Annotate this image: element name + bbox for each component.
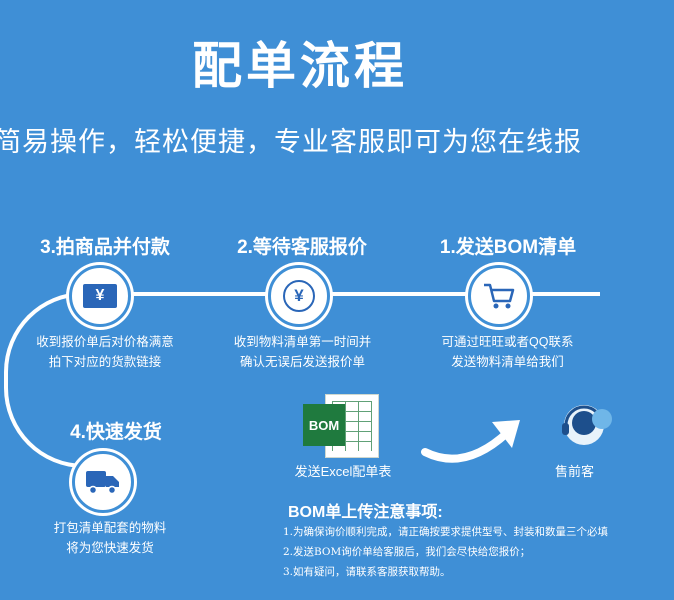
notes-line-1: 1.为确保询价顺利完成，请正确按要求提供型号、封装和数量三个必填 bbox=[283, 526, 609, 538]
notes-line-2: 2.发送BOM询价单给客服后，我们会尽快给您报价； bbox=[283, 546, 531, 558]
service-caption: 售前客 bbox=[555, 464, 595, 479]
notes-title: BOM单上传注意事项: bbox=[288, 504, 443, 521]
step-1-desc: 可通过旺旺或者QQ联系 发送物料清单给我们 bbox=[441, 335, 574, 369]
excel-caption: 发送Excel配单表 bbox=[294, 464, 392, 479]
step-1-title: 1.发送BOM清单 bbox=[439, 237, 577, 258]
step-4-desc: 打包清单配套的物料 将为您快速发货 bbox=[53, 521, 167, 555]
delivery-truck-icon bbox=[86, 471, 119, 495]
page-title: 配单流程 bbox=[192, 38, 408, 94]
step-4-title: 4.快速发货 bbox=[70, 422, 162, 443]
step-2-title: 2.等待客服报价 bbox=[237, 237, 367, 258]
arrow-icon bbox=[421, 420, 520, 463]
shopping-cart-icon bbox=[484, 283, 515, 309]
step-4-circle bbox=[72, 451, 134, 513]
yen-card-icon: ¥ bbox=[83, 284, 117, 308]
excel-file-icon: BOM bbox=[303, 394, 379, 458]
flow-line-top bbox=[84, 292, 600, 296]
yen-coin-icon: ¥ bbox=[283, 280, 315, 312]
notes-line-3: 3.如有疑问，请联系客服获取帮助。 bbox=[283, 566, 451, 578]
step-2-circle: ¥ bbox=[268, 265, 330, 327]
step-3-desc: 收到报价单后对价格满意 拍下对应的货款链接 bbox=[36, 335, 174, 369]
customer-service-icon bbox=[556, 395, 616, 455]
step-2-desc: 收到物料清单第一时间并 确认无误后发送报价单 bbox=[233, 335, 372, 369]
step-3-title: 3.拍商品并付款 bbox=[40, 237, 170, 258]
step-1-circle bbox=[468, 265, 530, 327]
step-3-circle: ¥ bbox=[69, 265, 131, 327]
page-subtitle: 简易操作，轻松便捷，专业客服即可为您在线报 bbox=[0, 127, 582, 157]
